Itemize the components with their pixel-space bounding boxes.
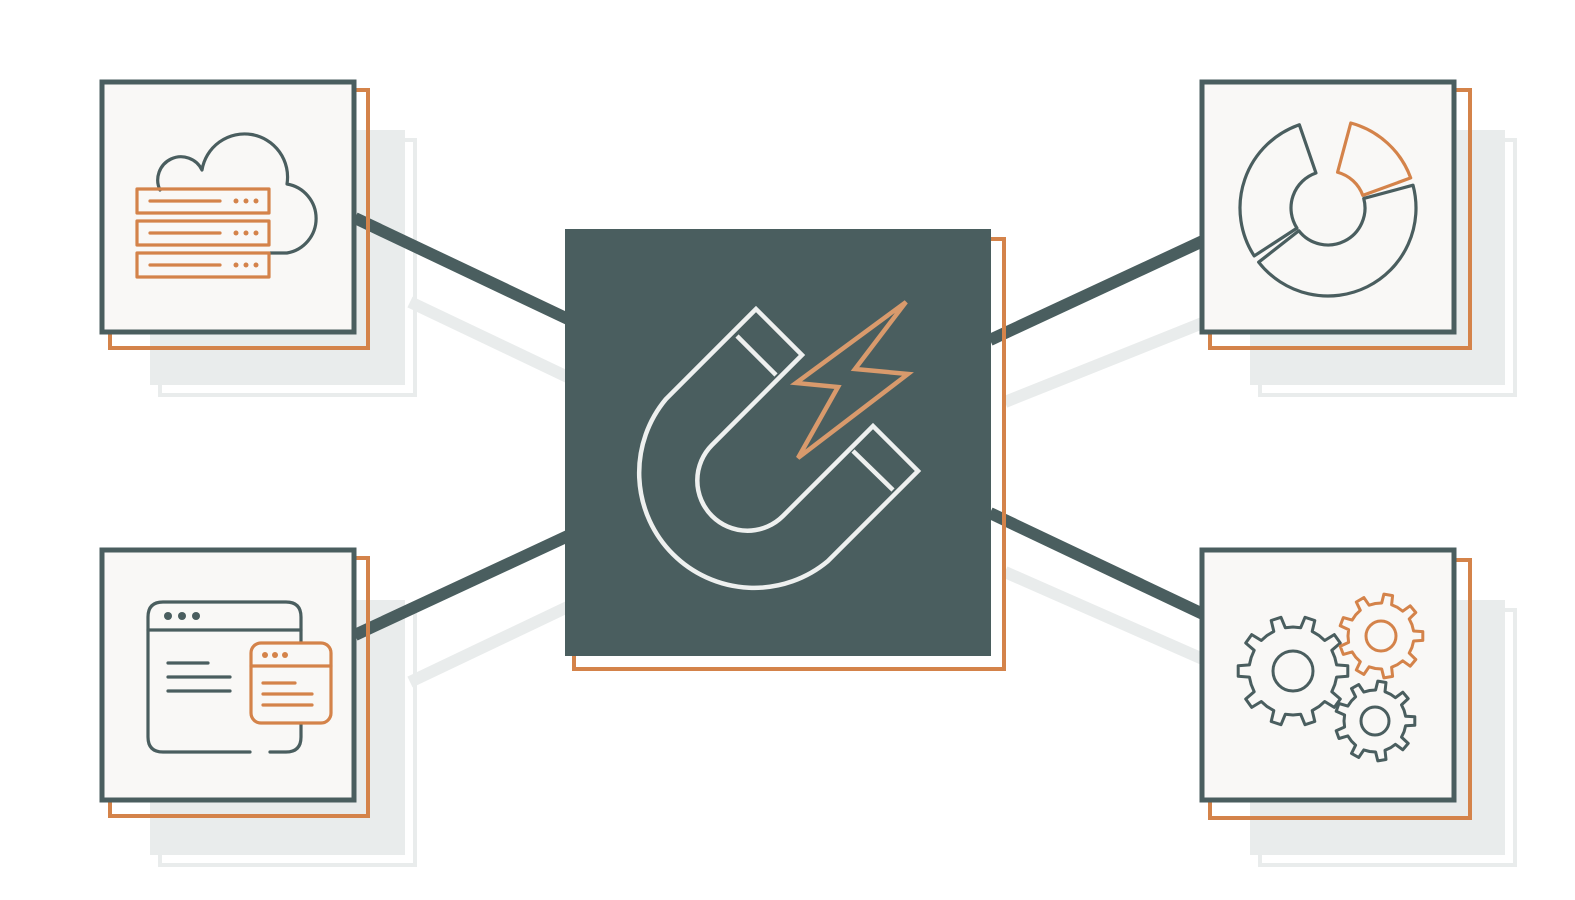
- connector-bottom-left: [352, 529, 573, 641]
- node-card-bottom-left: [99, 547, 370, 818]
- connector-bottom-right: [987, 507, 1208, 621]
- hub-card: [565, 229, 1006, 671]
- magnet-icon: [636, 305, 922, 591]
- connector-top-right: [987, 234, 1208, 346]
- gear-large: [1236, 615, 1350, 727]
- donut-segment-left: [1238, 123, 1318, 258]
- node-card-top-left: [99, 79, 370, 350]
- gear-small: [1334, 679, 1417, 763]
- connectors: [352, 212, 1208, 641]
- connector-top-left: [352, 212, 573, 326]
- lightning-bolt-icon: [789, 300, 914, 460]
- node-card-bottom-right: [1199, 547, 1472, 820]
- browser-windows-icon: [146, 600, 333, 754]
- donut-segment-orange: [1335, 121, 1413, 197]
- donut-chart-icon: [1238, 121, 1418, 298]
- gears-icon: [1236, 592, 1425, 763]
- gear-orange: [1338, 592, 1425, 680]
- cloud-server-icon: [135, 132, 318, 279]
- node-card-top-right: [1199, 79, 1472, 350]
- donut-segment-large: [1257, 183, 1418, 298]
